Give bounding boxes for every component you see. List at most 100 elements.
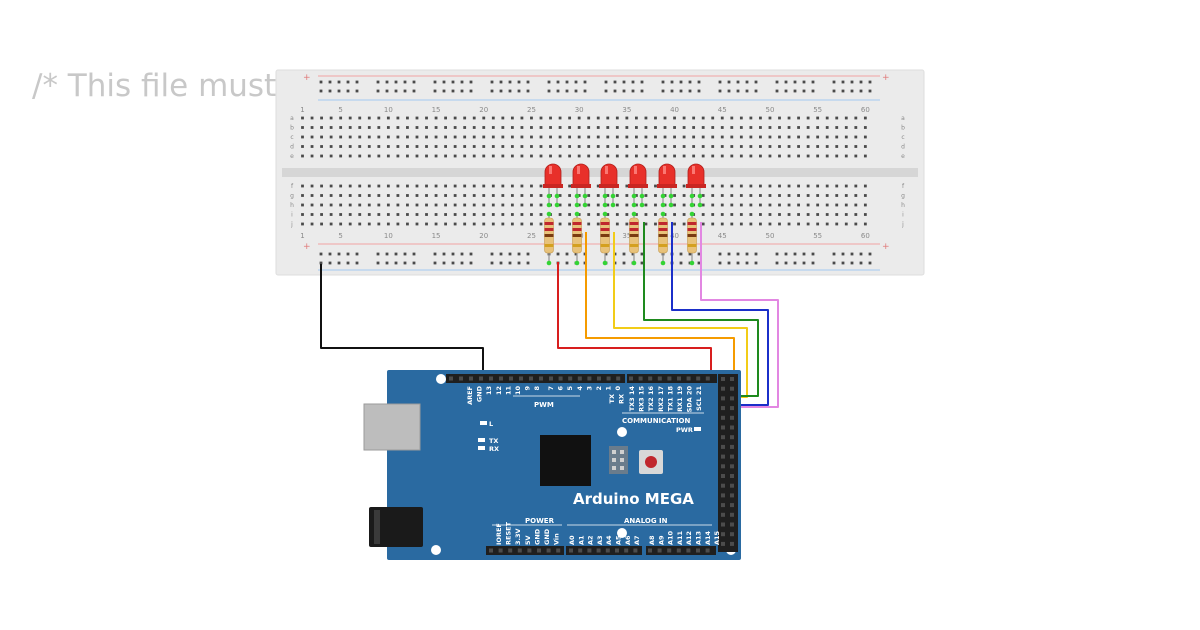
breadboard-hole[interactable] [463,145,467,148]
breadboard-hole[interactable] [720,154,724,158]
rail-hole[interactable] [355,80,359,84]
breadboard-hole[interactable] [539,203,543,207]
breadboard-hole[interactable] [472,154,476,158]
rail-hole[interactable] [412,89,416,93]
header-hole[interactable] [730,483,734,488]
header-hole[interactable] [624,548,629,553]
rail-hole[interactable] [547,89,551,93]
rail-hole[interactable] [859,261,863,265]
breadboard-hole[interactable] [682,184,686,188]
rail-hole[interactable] [811,80,815,84]
breadboard-hole[interactable] [835,154,839,158]
breadboard-hole[interactable] [472,145,476,148]
breadboard-hole[interactable] [396,154,400,158]
breadboard-hole[interactable] [844,213,848,216]
arduino-mega[interactable]: L TX RX PWR PWM COMMUNICATION POWER ANAL… [363,370,741,560]
breadboard-hole[interactable] [339,135,343,139]
rail-hole[interactable] [745,261,749,265]
breadboard-hole[interactable] [720,213,724,216]
header-hole[interactable] [730,406,734,411]
rail-hole[interactable] [697,261,701,265]
breadboard-hole[interactable] [759,145,762,148]
breadboard-hole[interactable] [768,222,772,226]
breadboard-hole[interactable] [520,222,524,226]
header-hole[interactable] [489,548,493,553]
header-hole[interactable] [721,503,725,508]
breadboard-hole[interactable] [339,145,343,148]
breadboard-hole[interactable] [358,184,362,188]
breadboard-hole[interactable] [711,203,715,207]
breadboard-hole[interactable] [329,116,333,120]
breadboard-hole[interactable] [472,222,476,226]
breadboard-hole[interactable] [635,194,638,197]
breadboard-hole[interactable] [367,116,371,120]
rail-hole[interactable] [460,252,464,256]
header-hole[interactable] [629,376,633,381]
breadboard-hole[interactable] [558,213,562,216]
breadboard-hole[interactable] [482,116,486,120]
header-hole[interactable] [730,454,734,459]
header-hole[interactable] [537,548,541,553]
breadboard-hole[interactable] [396,184,400,188]
breadboard-hole[interactable] [463,135,467,139]
breadboard-hole[interactable] [434,194,438,197]
breadboard-hole[interactable] [863,203,867,207]
breadboard-hole[interactable] [759,135,762,139]
rail-hole[interactable] [613,89,617,93]
rail-hole[interactable] [517,252,521,256]
rail-hole[interactable] [451,261,455,265]
rail-hole[interactable] [394,261,398,265]
breadboard-hole[interactable] [491,154,495,158]
rail-hole[interactable] [433,89,437,93]
breadboard-hole[interactable] [539,194,543,197]
breadboard-hole[interactable] [759,184,762,188]
breadboard-hole[interactable] [453,213,457,216]
breadboard-hole[interactable] [701,203,705,207]
breadboard-hole[interactable] [711,145,715,148]
breadboard-hole[interactable] [358,154,362,158]
header-hole[interactable] [605,548,610,553]
breadboard-hole[interactable] [730,194,734,197]
breadboard-hole[interactable] [463,184,467,188]
breadboard-hole[interactable] [329,184,333,188]
breadboard-hole[interactable] [568,184,572,188]
breadboard-hole[interactable] [310,213,314,216]
breadboard-hole[interactable] [386,116,390,120]
breadboard-hole[interactable] [386,213,390,216]
breadboard-hole[interactable] [816,222,820,226]
breadboard-hole[interactable] [539,135,543,139]
breadboard-hole[interactable] [558,126,562,129]
breadboard-hole[interactable] [386,184,390,188]
breadboard-hole[interactable] [787,135,791,139]
breadboard-hole[interactable] [510,213,514,216]
breadboard-hole[interactable] [778,194,781,197]
breadboard-hole[interactable] [739,213,743,216]
breadboard-hole[interactable] [453,194,457,197]
rail-hole[interactable] [859,89,863,93]
rail-hole[interactable] [385,261,389,265]
breadboard-hole[interactable] [835,116,839,120]
breadboard-hole[interactable] [386,154,390,158]
breadboard-hole[interactable] [730,126,734,129]
breadboard-hole[interactable] [806,203,810,207]
breadboard-hole[interactable] [711,213,715,216]
breadboard-hole[interactable] [806,135,810,139]
breadboard-hole[interactable] [730,135,734,139]
breadboard-hole[interactable] [568,135,572,139]
breadboard-hole[interactable] [396,116,400,120]
rail-hole[interactable] [403,252,407,256]
breadboard-hole[interactable] [730,184,734,188]
breadboard-hole[interactable] [854,222,858,226]
breadboard-hole[interactable] [596,194,600,197]
breadboard-hole[interactable] [739,135,743,139]
header-hole[interactable] [577,376,582,381]
breadboard-hole[interactable] [587,222,591,226]
rail-hole[interactable] [784,80,788,84]
header-hole[interactable] [721,483,725,488]
breadboard-hole[interactable] [329,126,333,129]
breadboard-hole[interactable] [615,194,619,197]
header-hole[interactable] [730,396,734,401]
rail-hole[interactable] [346,80,350,84]
breadboard-hole[interactable] [472,194,476,197]
breadboard-hole[interactable] [816,213,820,216]
